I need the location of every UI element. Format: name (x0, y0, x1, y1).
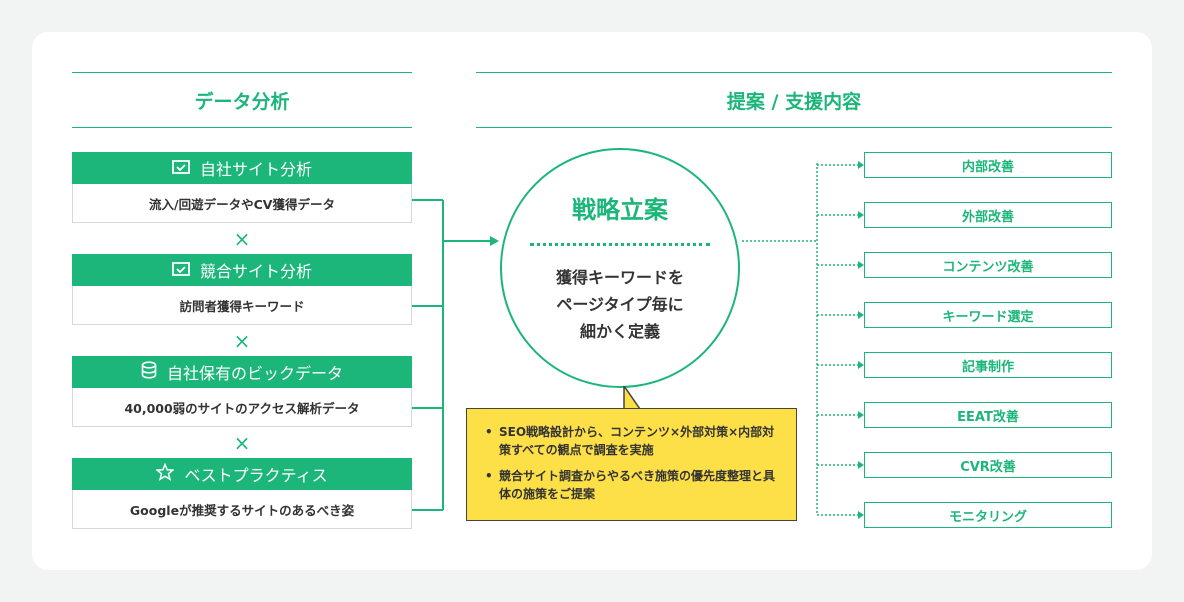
section-title-data-analysis: データ分析 (72, 72, 412, 128)
note-item: 競合サイト調査からやるべき施策の優先度整理と具体の施策をご提案 (483, 467, 780, 503)
callout-tail (620, 386, 645, 410)
checkbox-icon (172, 261, 190, 280)
output-item: 外部改善 (864, 202, 1112, 228)
source-description: Googleが推奨するサイトのあるべき姿 (72, 490, 412, 529)
checkbox-icon (172, 159, 190, 178)
times-icon: × (233, 431, 251, 455)
source-title: ベストプラクティス (184, 466, 328, 485)
database-icon (141, 361, 157, 383)
arrow-head (858, 361, 864, 369)
source-description: 訪問者獲得キーワード (72, 286, 412, 325)
source-title: 自社サイト分析 (199, 160, 312, 179)
note-item: SEO戦略設計から、コンテンツ×外部対策×内部対策すべての観点で調査を実施 (483, 423, 780, 459)
source-header: 自社サイト分析 (72, 152, 412, 184)
source-description: 40,000弱のサイトのアクセス解析データ (72, 388, 412, 427)
arrow-head (858, 311, 864, 319)
source-title: 競合サイト分析 (199, 262, 312, 281)
times-icon: × (233, 227, 251, 251)
strategy-line: ページタイプ毎に (556, 295, 684, 314)
output-item: CVR改善 (864, 452, 1112, 478)
source-title: 自社保有のビックデータ (166, 364, 343, 383)
source-description: 流入/回遊データやCV獲得データ (72, 184, 412, 223)
output-item: 内部改善 (864, 152, 1112, 178)
source-header: 競合サイト分析 (72, 254, 412, 286)
strategy-circle: 戦略立案 獲得キーワードを ページタイプ毎に 細かく定義 (500, 148, 740, 388)
star-icon (155, 462, 176, 485)
output-item: キーワード選定 (864, 302, 1112, 328)
arrow-head (858, 511, 864, 519)
source-header: 自社保有のビックデータ (72, 356, 412, 388)
section-title-proposal: 提案 / 支援内容 (476, 72, 1112, 128)
arrow-head (858, 161, 864, 169)
arrow-head (858, 461, 864, 469)
output-item: 記事制作 (864, 352, 1112, 378)
output-item: モニタリング (864, 502, 1112, 528)
divider (530, 243, 710, 246)
arrow-head (858, 211, 864, 219)
arrow-head (858, 411, 864, 419)
notes-callout: SEO戦略設計から、コンテンツ×外部対策×内部対策すべての観点で調査を実施 競合… (466, 408, 797, 521)
strategy-line: 細かく定義 (579, 322, 660, 341)
arrow-head (858, 261, 864, 269)
strategy-title: 戦略立案 (572, 196, 668, 224)
output-item: コンテンツ改善 (864, 252, 1112, 278)
strategy-line: 獲得キーワードを (555, 268, 684, 287)
times-icon: × (233, 329, 251, 353)
source-header: ベストプラクティス (72, 458, 412, 490)
output-item: EEAT改善 (864, 402, 1112, 428)
